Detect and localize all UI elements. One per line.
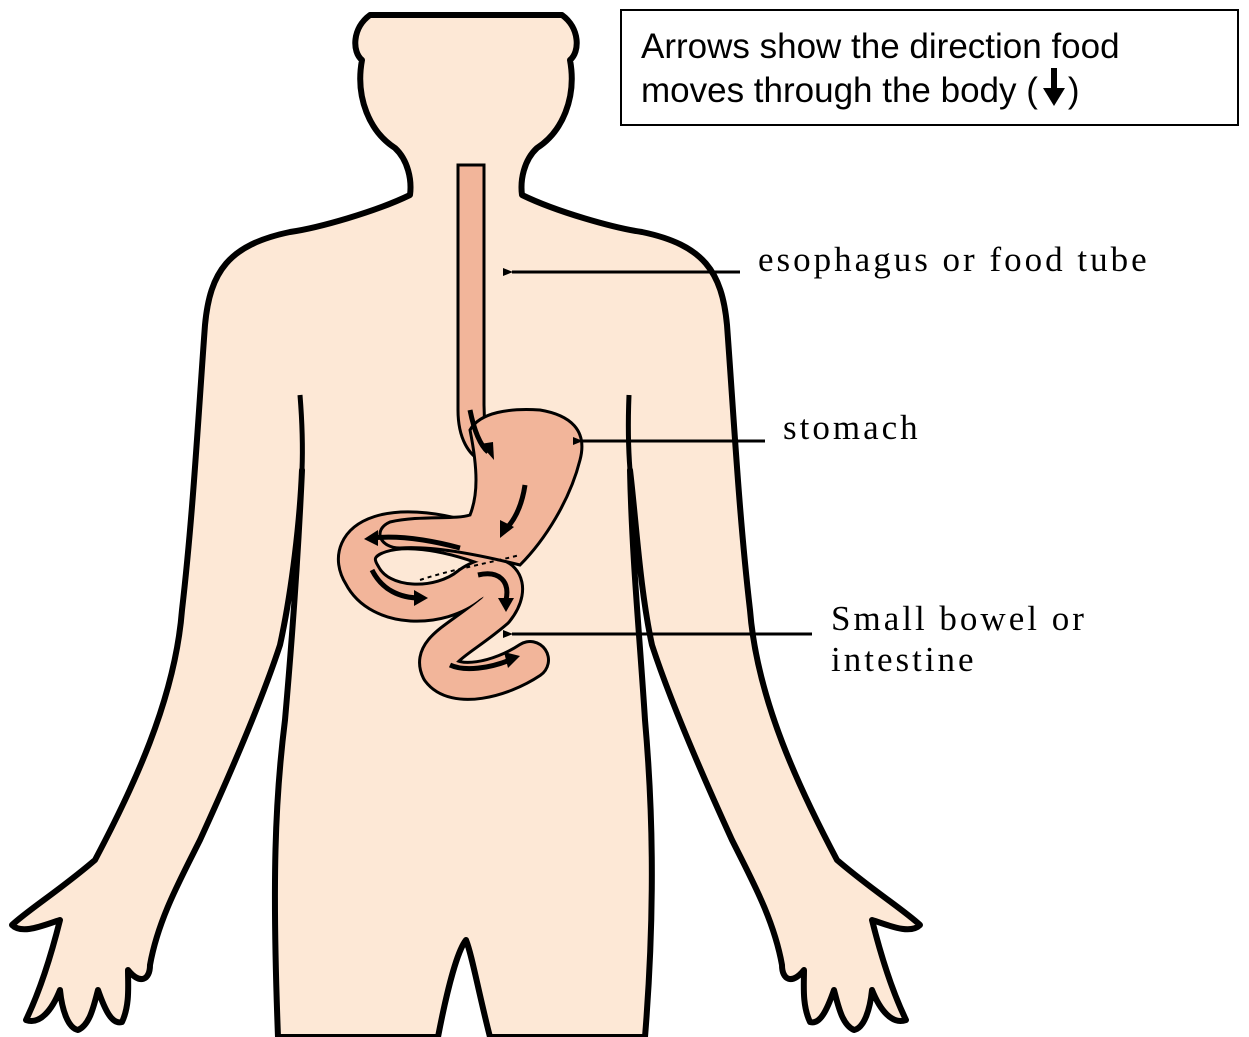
legend-line-2-close: ) xyxy=(1068,71,1080,110)
right-arm-inner-line xyxy=(628,395,630,470)
esophagus-label: esophagus or food tube xyxy=(758,240,1150,280)
legend-line-2-text: moves through the body ( xyxy=(641,71,1038,110)
small-bowel-label-line-2: intestine xyxy=(831,639,1087,680)
legend-line-1: Arrows show the direction food xyxy=(641,25,1237,68)
stomach-label: stomach xyxy=(783,408,921,448)
small-bowel-label-line-1: Small bowel or xyxy=(831,598,1087,639)
small-bowel-label: Small bowel or intestine xyxy=(831,598,1087,680)
left-arm-inner-line xyxy=(300,395,302,470)
legend-line-2: moves through the body () xyxy=(641,68,1237,112)
legend-box: Arrows show the direction food moves thr… xyxy=(620,9,1239,126)
down-arrow-icon xyxy=(1042,68,1066,108)
